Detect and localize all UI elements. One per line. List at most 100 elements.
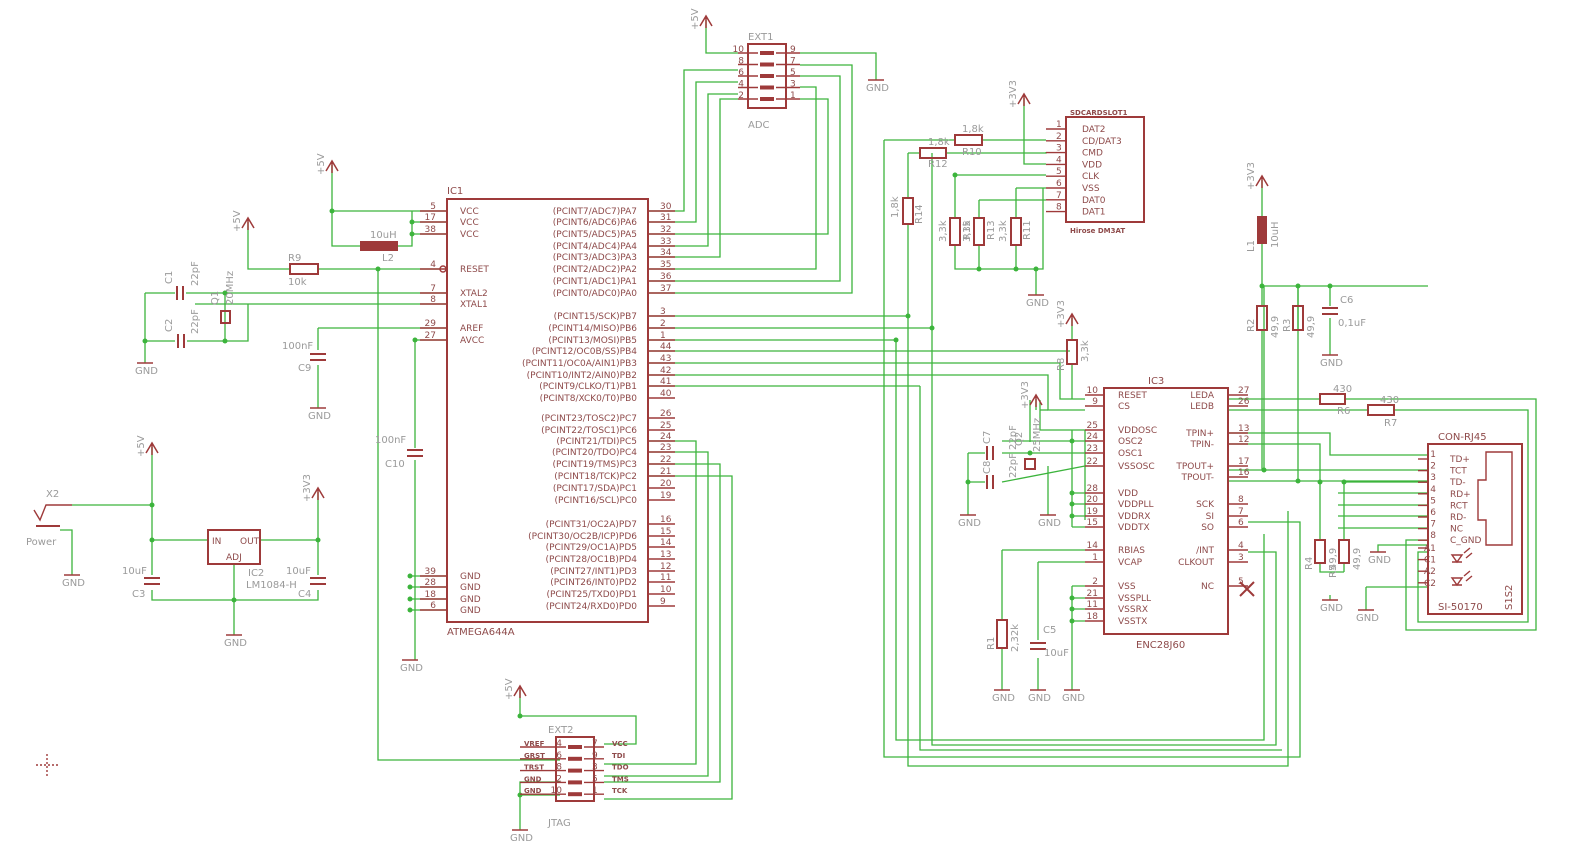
passives: R9 10k 10uH L2 C1 22pF C2 22pF Q1 20MHz … [122,124,1399,659]
ic3-pin-num: 16 [1238,468,1250,478]
r9-ref: R9 [288,253,301,264]
c6-body[interactable] [1322,307,1338,315]
rj45-pin-name: RD+ [1450,490,1471,500]
r3-body[interactable] [1292,305,1304,331]
r12-value: 1,8k [928,137,950,148]
r1-body[interactable] [996,619,1008,649]
c9-body[interactable] [310,353,326,361]
ic3-pin-name: TPIN- [1189,440,1214,450]
nc-cross-icon [1239,581,1255,597]
regulator-ic2[interactable]: IN OUT ADJ IC2 LM1084-H [207,529,297,591]
r1-ref: R1 [986,637,997,650]
r11-body[interactable] [1010,217,1022,246]
ic1-pin-name: (PCINT22/TOSC1)PC6 [541,426,637,436]
ic1-pin-num: 23 [660,443,671,453]
ic1-ref: IC1 [447,186,463,197]
ic1-pin-name: (PCINT9/CLKO/T1)PB1 [539,382,637,392]
c8-body[interactable] [986,475,994,489]
supply-arrow-icon [1255,174,1269,188]
q2-body[interactable] [1024,458,1036,470]
r4-body[interactable] [1314,539,1326,564]
supply-arrow-icon [1029,393,1043,407]
r13-body[interactable] [973,217,985,246]
c7-body[interactable] [986,446,994,460]
ext2-pin-num: 10 [551,786,563,796]
r15-body[interactable] [949,217,961,246]
ic1-pin-num: 5 [430,202,436,212]
ic3-pin-name: VDD [1118,489,1138,499]
ic1-pin-name: (PCINT21/TDI)PC5 [556,437,637,447]
ic3-pin-num: 3 [1238,553,1244,563]
l2-body[interactable] [360,241,398,251]
r9-body[interactable] [289,263,319,275]
ic1-pin-name: (PCINT31/OC2A)PD7 [546,520,637,530]
ic3-pin-num: 22 [1087,457,1098,467]
l1-ref: L1 [1246,240,1257,252]
r6-value: 430 [1333,384,1352,395]
r7-body[interactable] [1367,404,1395,416]
r10-value: 1,8k [962,124,984,135]
rj45-pin-num: 7 [1430,520,1436,530]
ic1-pin-num: 11 [660,573,671,583]
ic1-pin-name: (PCINT24/RXD0)PD0 [546,602,638,612]
sd-pin-name: DAT2 [1082,125,1105,135]
ic1-pin-name: (PCINT27/INT1)PD3 [550,567,637,577]
rj45-pin-num: 4 [1430,485,1436,495]
r6-body[interactable] [1319,393,1346,405]
r10-body[interactable] [954,134,983,146]
ic1-pin-name: XTAL2 [460,289,488,299]
r2-body[interactable] [1256,305,1268,331]
ic3-pin-name: TPOUT+ [1175,462,1214,472]
ic3-pin-num: 8 [1238,495,1244,505]
r12-body[interactable] [919,147,947,159]
ic1-pin-num: 34 [660,248,672,258]
ic3-pin-num: 19 [1087,507,1099,517]
ic1-pin-num: 21 [660,467,671,477]
r13-value: 3,3k [962,220,973,242]
ic1-pin-name: (PCINT26/INT0)PD2 [550,578,637,588]
q1-value: 20MHz [225,271,236,305]
c8-ref: C8 [982,461,993,474]
r5-body[interactable] [1338,539,1350,564]
ext2-pin-pad [568,780,582,785]
c4-body[interactable] [310,577,326,585]
ic1-pin-num: 27 [425,331,436,341]
ext1-pin-num: 1 [790,91,796,101]
c2-body[interactable] [177,334,185,348]
c7-ref: C7 [982,431,993,444]
r14-value: 1,8k [890,196,901,218]
ic3-pin-num: 25 [1087,421,1098,431]
r8-ref: R8 [1056,358,1067,371]
q1-body[interactable] [220,310,231,324]
c10-value: 100nF [375,435,406,446]
ic3-pin-num: 1 [1092,553,1098,563]
l1-body[interactable] [1257,216,1267,244]
c1-body[interactable] [176,286,184,300]
ic1-pin-name: (PCINT2/ADC2)PA2 [553,265,637,275]
r5-ref: R5 [1328,565,1339,578]
r8-body[interactable] [1066,339,1078,365]
rj45-pin-name: TCT [1449,467,1467,477]
r7-ref: R7 [1384,418,1397,429]
ext1-value: ADC [748,120,770,131]
c10-body[interactable] [407,449,423,457]
r14-body[interactable] [902,197,914,225]
supply-arrow-icon [325,159,339,173]
ext1-pin-pad [760,74,774,78]
ic1-pin-name: (PCINT5/ADC5)PA5 [553,230,637,240]
ic1-pin-num: 8 [430,295,436,305]
ic1-pin-num: 40 [660,389,672,399]
c5-body[interactable] [1030,642,1046,650]
led1-icon [1450,547,1473,564]
ground-label: GND [992,693,1015,704]
ic1-pin-name: (PCINT13/MOSI)PB5 [548,336,637,346]
power-jack-x2[interactable]: X2 Power [26,489,72,548]
c3-body[interactable] [144,577,160,585]
